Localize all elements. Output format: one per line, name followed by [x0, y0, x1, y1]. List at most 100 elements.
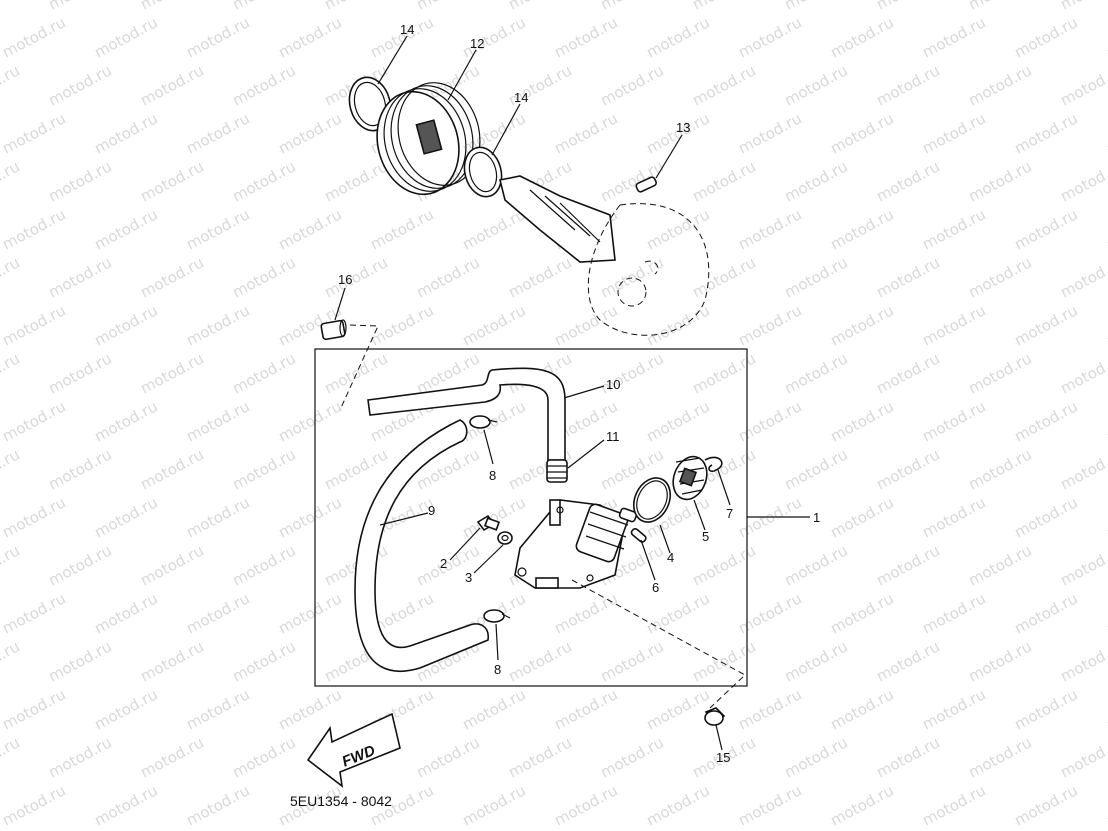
watermark-text: motod.ru [137, 253, 206, 301]
watermark-text: motod.ru [413, 253, 482, 301]
watermark-text: motod.ru [0, 13, 69, 61]
watermark-text: motod.ru [137, 445, 206, 493]
watermark-text: motod.ru [1057, 61, 1108, 109]
watermark-text: motod.ru [643, 301, 712, 349]
watermark-text: motod.ru [183, 13, 252, 61]
watermark-text: motod.ru [321, 445, 390, 493]
watermark-text: motod.ru [965, 541, 1034, 589]
watermark-text: motod.ru [919, 685, 988, 733]
watermark-text: motod.ru [689, 157, 758, 205]
watermark-text: motod.ru [551, 301, 620, 349]
watermark-text: motod.ru [137, 541, 206, 589]
watermark-text: motod.ru [137, 733, 206, 781]
watermark-text: motod.ru [45, 253, 114, 301]
watermark-text: motod.ru [137, 637, 206, 685]
watermark-text: motod.ru [229, 349, 298, 397]
watermark-text: motod.ru [965, 0, 1034, 14]
watermark-text: motod.ru [1103, 493, 1108, 541]
watermark-text: motod.ru [827, 301, 896, 349]
watermark-text: motod.ru [0, 253, 23, 301]
watermark-text: motod.ru [413, 0, 482, 14]
watermark-text: motod.ru [1057, 637, 1108, 685]
watermark-text: motod.ru [1057, 253, 1108, 301]
watermark-text: motod.ru [91, 781, 160, 829]
hose-clamp-upper [469, 415, 498, 429]
watermark-text: motod.ru [183, 493, 252, 541]
watermark-text: motod.ru [321, 157, 390, 205]
watermark-text: motod.ru [1011, 301, 1080, 349]
watermark-text: motod.ru [229, 61, 298, 109]
watermark-text: motod.ru [1057, 157, 1108, 205]
pin [635, 176, 657, 193]
watermark-text: motod.ru [1011, 685, 1080, 733]
watermark-text: motod.ru [0, 61, 23, 109]
callout-5: 5 [702, 529, 709, 544]
watermark-text: motod.ru [1103, 397, 1108, 445]
watermark-text: motod.ru [1011, 109, 1080, 157]
watermark-text: motod.ru [919, 397, 988, 445]
watermark-text: motod.ru [1103, 205, 1108, 253]
watermark-text: motod.ru [367, 205, 436, 253]
watermark-text: motod.ru [505, 733, 574, 781]
watermark-text: motod.ru [781, 541, 850, 589]
callout-16: 16 [338, 272, 352, 287]
bolt [476, 514, 501, 532]
watermark-text: motod.ru [1011, 589, 1080, 637]
watermark-text: motod.ru [229, 0, 298, 14]
watermark-text: motod.ru [919, 589, 988, 637]
watermark-text: motod.ru [781, 445, 850, 493]
watermark-text: motod.ru [919, 109, 988, 157]
watermark-text: motod.ru [505, 253, 574, 301]
watermark-text: motod.ru [91, 13, 160, 61]
callout-11: 11 [606, 429, 620, 444]
watermark-text: motod.ru [91, 493, 160, 541]
watermark-text: motod.ru [1011, 781, 1080, 829]
watermark-text: motod.ru [91, 685, 160, 733]
watermark-text: motod.ru [827, 685, 896, 733]
watermark-text: motod.ru [275, 13, 344, 61]
watermark-text: motod.ru [183, 397, 252, 445]
watermark-text: motod.ru [0, 637, 23, 685]
hose-upper [367, 367, 566, 461]
watermark-text: motod.ru [0, 205, 69, 253]
callout-12: 12 [470, 36, 484, 51]
watermark-text: motod.ru [137, 349, 206, 397]
watermark-text: motod.ru [689, 349, 758, 397]
watermark-text: motod.ru [183, 301, 252, 349]
watermark-text: motod.ru [919, 301, 988, 349]
washer [497, 531, 513, 545]
watermark-text: motod.ru [275, 493, 344, 541]
watermark-text: motod.ru [91, 397, 160, 445]
watermark-text: motod.ru [965, 637, 1034, 685]
callout-1: 1 [813, 510, 820, 525]
watermark-text: motod.ru [0, 445, 23, 493]
forward-direction-arrow: FWD [306, 712, 401, 788]
crankcase-cover-outline [587, 203, 710, 336]
watermark-text: motod.ru [919, 781, 988, 829]
watermark-text: motod.ru [873, 445, 942, 493]
watermark-text: motod.ru [1057, 0, 1108, 14]
watermark-text: motod.ru [1011, 13, 1080, 61]
watermark-text: motod.ru [45, 0, 114, 14]
watermark-text: motod.ru [873, 349, 942, 397]
callout-6: 6 [652, 580, 659, 595]
watermark-text: motod.ru [275, 109, 344, 157]
watermark-text: motod.ru [781, 157, 850, 205]
watermark-text: motod.ru [229, 637, 298, 685]
watermark-text: motod.ru [0, 541, 23, 589]
callout-2: 2 [440, 556, 447, 571]
callout-4: 4 [667, 550, 674, 565]
watermark-text: motod.ru [505, 0, 574, 14]
watermark-text: motod.ru [137, 61, 206, 109]
drawing-code: 5EU1354 - 8042 [290, 793, 392, 809]
flange-bolt [704, 707, 726, 726]
callout-10: 10 [606, 377, 620, 392]
sprocket-pulley [376, 82, 481, 196]
watermark-text: motod.ru [45, 445, 114, 493]
watermark-text: motod.ru [873, 61, 942, 109]
watermark-text: motod.ru [1011, 493, 1080, 541]
watermark-text: motod.ru [827, 781, 896, 829]
watermark-text: motod.ru [91, 109, 160, 157]
watermark-text: motod.ru [735, 397, 804, 445]
